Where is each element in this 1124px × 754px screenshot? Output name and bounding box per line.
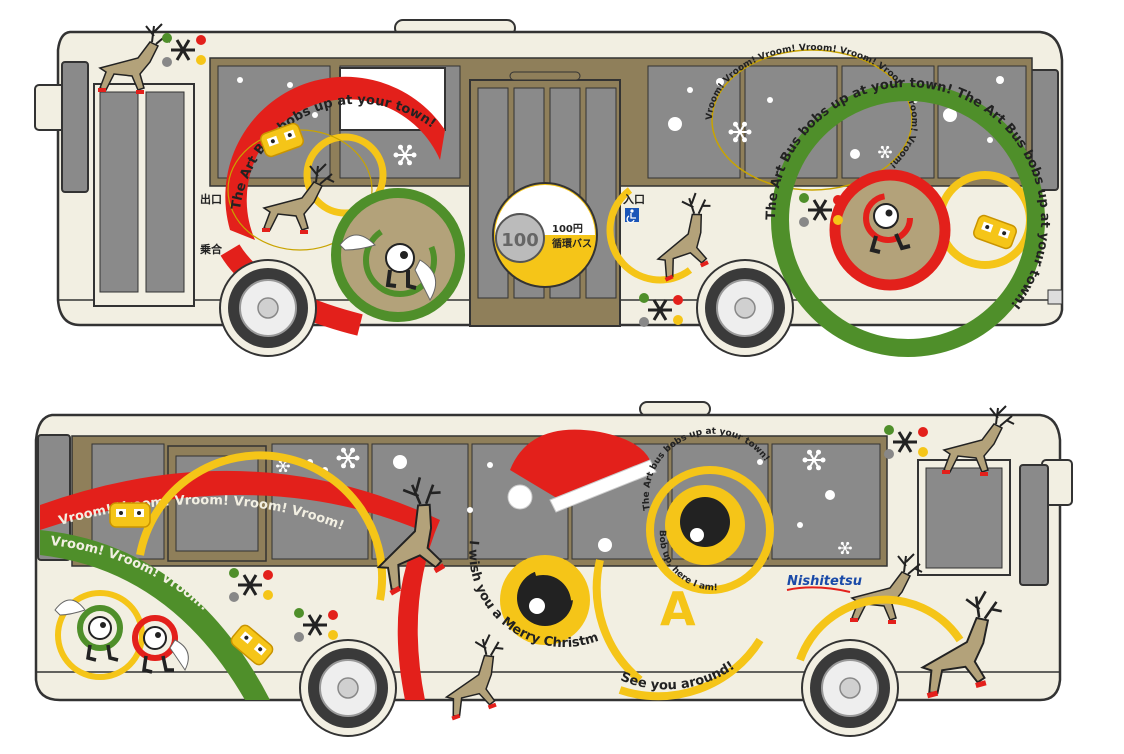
front-window	[61, 61, 89, 193]
exit-label: 出口	[200, 192, 222, 206]
santa-hat-icon	[507, 429, 657, 513]
boarding-label: 乗合	[200, 242, 223, 256]
mini-bus-icon	[109, 502, 151, 528]
coin-icon	[495, 213, 545, 263]
front-wheel	[801, 639, 899, 737]
front-window	[1019, 464, 1049, 586]
smiley-character-icon	[77, 605, 123, 662]
thin-yellow-ring	[711, 49, 913, 191]
entry-label: 入口	[623, 193, 645, 206]
top-bus: The Art Bus bobs up at your town! Vroom!…	[34, 19, 1064, 357]
rear-wheel	[696, 259, 794, 357]
fare-price: 100円	[552, 223, 583, 235]
rear-wheel	[299, 639, 397, 737]
wheelchair-icon	[625, 208, 639, 224]
nishitetsu-logo: Nishitetsu	[787, 574, 862, 589]
fare-route: 循環バス	[552, 237, 592, 250]
winged-heart-icon	[339, 234, 376, 251]
smiley-character-icon	[132, 615, 178, 674]
mirror	[34, 84, 66, 131]
red-swoosh	[225, 76, 445, 240]
letter-a: A	[660, 582, 696, 636]
winged-heart-icon	[54, 599, 86, 616]
green-ring-right	[771, 83, 1045, 357]
smiley-character-icon	[385, 243, 417, 290]
coin-value: 100	[501, 230, 539, 251]
smiley-character-icon	[869, 203, 911, 254]
yellow-ring	[303, 133, 387, 217]
eye-right	[680, 497, 730, 547]
front-wheel	[219, 259, 317, 357]
fare-sign: 100 100円 循環バス	[492, 182, 598, 288]
eye-left	[517, 570, 573, 626]
